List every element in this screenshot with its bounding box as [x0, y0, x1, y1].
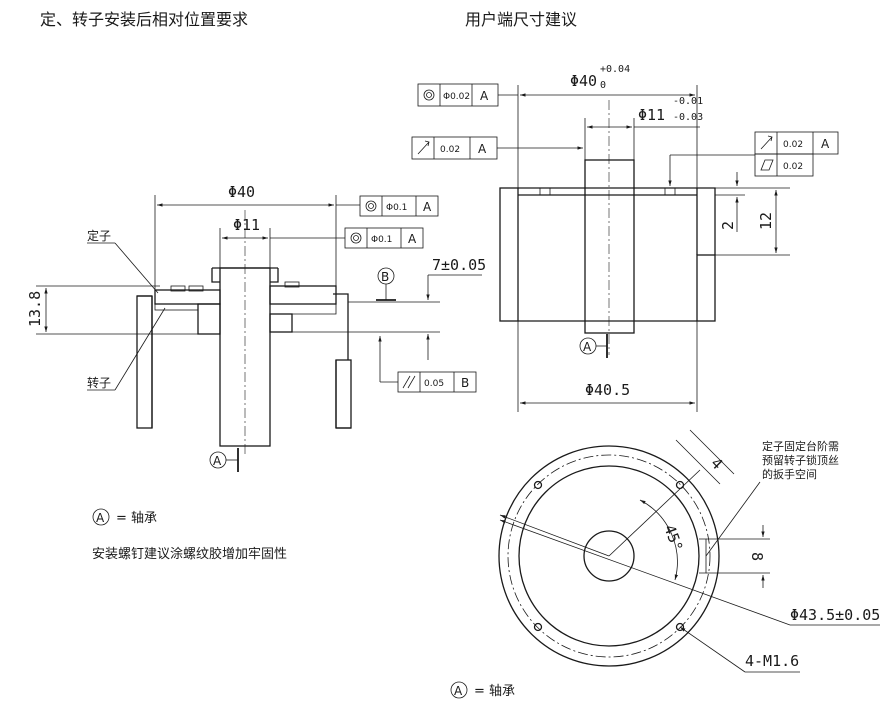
pcd-circle — [507, 454, 711, 658]
fcf-left-shaft-value: Φ0.1 — [371, 235, 392, 245]
concentricity-icon — [365, 200, 377, 212]
dim-plan-width: 8 — [748, 552, 766, 561]
dim-right-step: 2 — [719, 221, 737, 230]
left-title: 定、转子安装后相对位置要求 — [40, 10, 249, 29]
parallelism-icon — [402, 375, 416, 389]
fcf-right-shaft-datum: A — [478, 142, 487, 156]
fcf-right-top-datum: A — [480, 89, 489, 103]
fcf-right-shaft: 0.02 A — [411, 136, 498, 160]
fcf-right-shaft-value: 0.02 — [440, 145, 460, 155]
fcf-left-outer-datum: A — [423, 200, 432, 214]
housing-right-step — [333, 293, 349, 360]
dim-right-top-lower: 0 — [600, 80, 606, 91]
inner-circle — [518, 465, 700, 647]
runout-icon — [760, 135, 773, 150]
dim-plan-holes: 4-M1.6 — [745, 652, 799, 670]
outer-circle — [498, 445, 720, 667]
plan-note-line-3: 的扳手空间 — [762, 468, 817, 481]
concentricity-icon — [350, 232, 362, 244]
bearing-legend-left: A = 轴承 — [92, 508, 157, 526]
stator-left — [154, 289, 221, 305]
fcf-face-runout-value: 0.02 — [783, 140, 803, 150]
fcf-left-parallel: 0.05 B — [397, 371, 477, 393]
fcf-left-parallel-value: 0.05 — [424, 379, 444, 389]
fcf-left-shaft-datum: A — [408, 232, 417, 246]
plan-view: 4 45° 8 Φ43.5±0.05 4-M1.6 — [498, 429, 880, 673]
fcf-left-outer: Φ0.1 A — [359, 195, 439, 217]
bearing-legend-left-symbol: A — [96, 511, 105, 525]
dim-plan-pcd: Φ43.5±0.05 — [790, 606, 880, 624]
flatness-icon — [760, 159, 774, 171]
install-tip: 安装螺钉建议涂螺纹胶增加牢固性 — [92, 547, 288, 562]
housing-wall-left-r — [499, 187, 519, 322]
datum-b-label: B — [381, 270, 389, 284]
dim-right-shaft: Φ11 — [638, 106, 665, 124]
rotor-left — [197, 303, 221, 335]
shaft-r — [584, 159, 635, 334]
datum-a-right-label: A — [583, 340, 592, 354]
dim-left-offset: 7±0.05 — [432, 256, 486, 274]
plan-note-line-1: 定子固定台阶需 — [762, 440, 839, 453]
housing-wall-right — [335, 359, 352, 429]
dim-right-depth: 12 — [757, 212, 775, 230]
slot — [699, 538, 707, 574]
plan-note: 定子固定台阶需 预留转子锁顶丝 的扳手空间 — [762, 440, 839, 482]
bearing-legend-bottom-symbol: A — [454, 684, 463, 698]
right-title: 用户端尺寸建议 — [465, 10, 578, 29]
stator-right — [269, 285, 337, 305]
dim-left-shaft: Φ11 — [233, 216, 260, 234]
bearing-legend-bottom-text: = 轴承 — [474, 684, 515, 699]
dim-right-shaft-lower: -0.03 — [673, 112, 703, 123]
runout-icon — [417, 140, 430, 155]
datum-a-left-label: A — [213, 454, 222, 468]
rotor-right — [269, 313, 293, 333]
housing-wall-left — [136, 295, 153, 429]
plan-note-line-2: 预留转子锁顶丝 — [762, 454, 839, 467]
fcf-face-runout-datum: A — [821, 137, 830, 151]
right-housing-view: Φ40 +0.04 0 Φ0.02 A Φ11 -0.01 -0.03 0.02 — [411, 64, 839, 412]
label-stator: 定子 — [87, 228, 111, 243]
left-assembly-view: Φ40 Φ0.1 A Φ11 Φ0.1 A — [26, 183, 486, 472]
dim-right-bottom: Φ40.5 — [585, 381, 630, 399]
dim-left-height: 13.8 — [26, 291, 44, 327]
concentricity-icon — [423, 89, 435, 101]
bore-circle — [583, 530, 635, 582]
fcf-right-top: Φ0.02 A — [417, 83, 499, 107]
dim-right-shaft-upper: -0.01 — [673, 96, 703, 107]
fcf-right-face: 0.02 A 0.02 — [754, 131, 839, 177]
fcf-left-parallel-datum: B — [461, 376, 469, 390]
fcf-flatness-value: 0.02 — [783, 162, 803, 172]
dim-left-outer: Φ40 — [228, 183, 255, 201]
fcf-right-top-value: Φ0.02 — [443, 92, 470, 102]
label-rotor: 转子 — [87, 375, 111, 390]
fcf-left-outer-value: Φ0.1 — [386, 203, 407, 213]
fcf-left-shaft: Φ0.1 A — [344, 227, 424, 249]
bearing-legend-left-text: = 轴承 — [116, 511, 157, 526]
dim-right-top: Φ40 — [570, 72, 597, 90]
bearing-legend-bottom: A = 轴承 — [450, 681, 515, 699]
dim-plan-angle: 45° — [660, 522, 686, 554]
dim-right-top-upper: +0.04 — [600, 64, 630, 75]
housing-wall-right-r — [696, 254, 716, 322]
